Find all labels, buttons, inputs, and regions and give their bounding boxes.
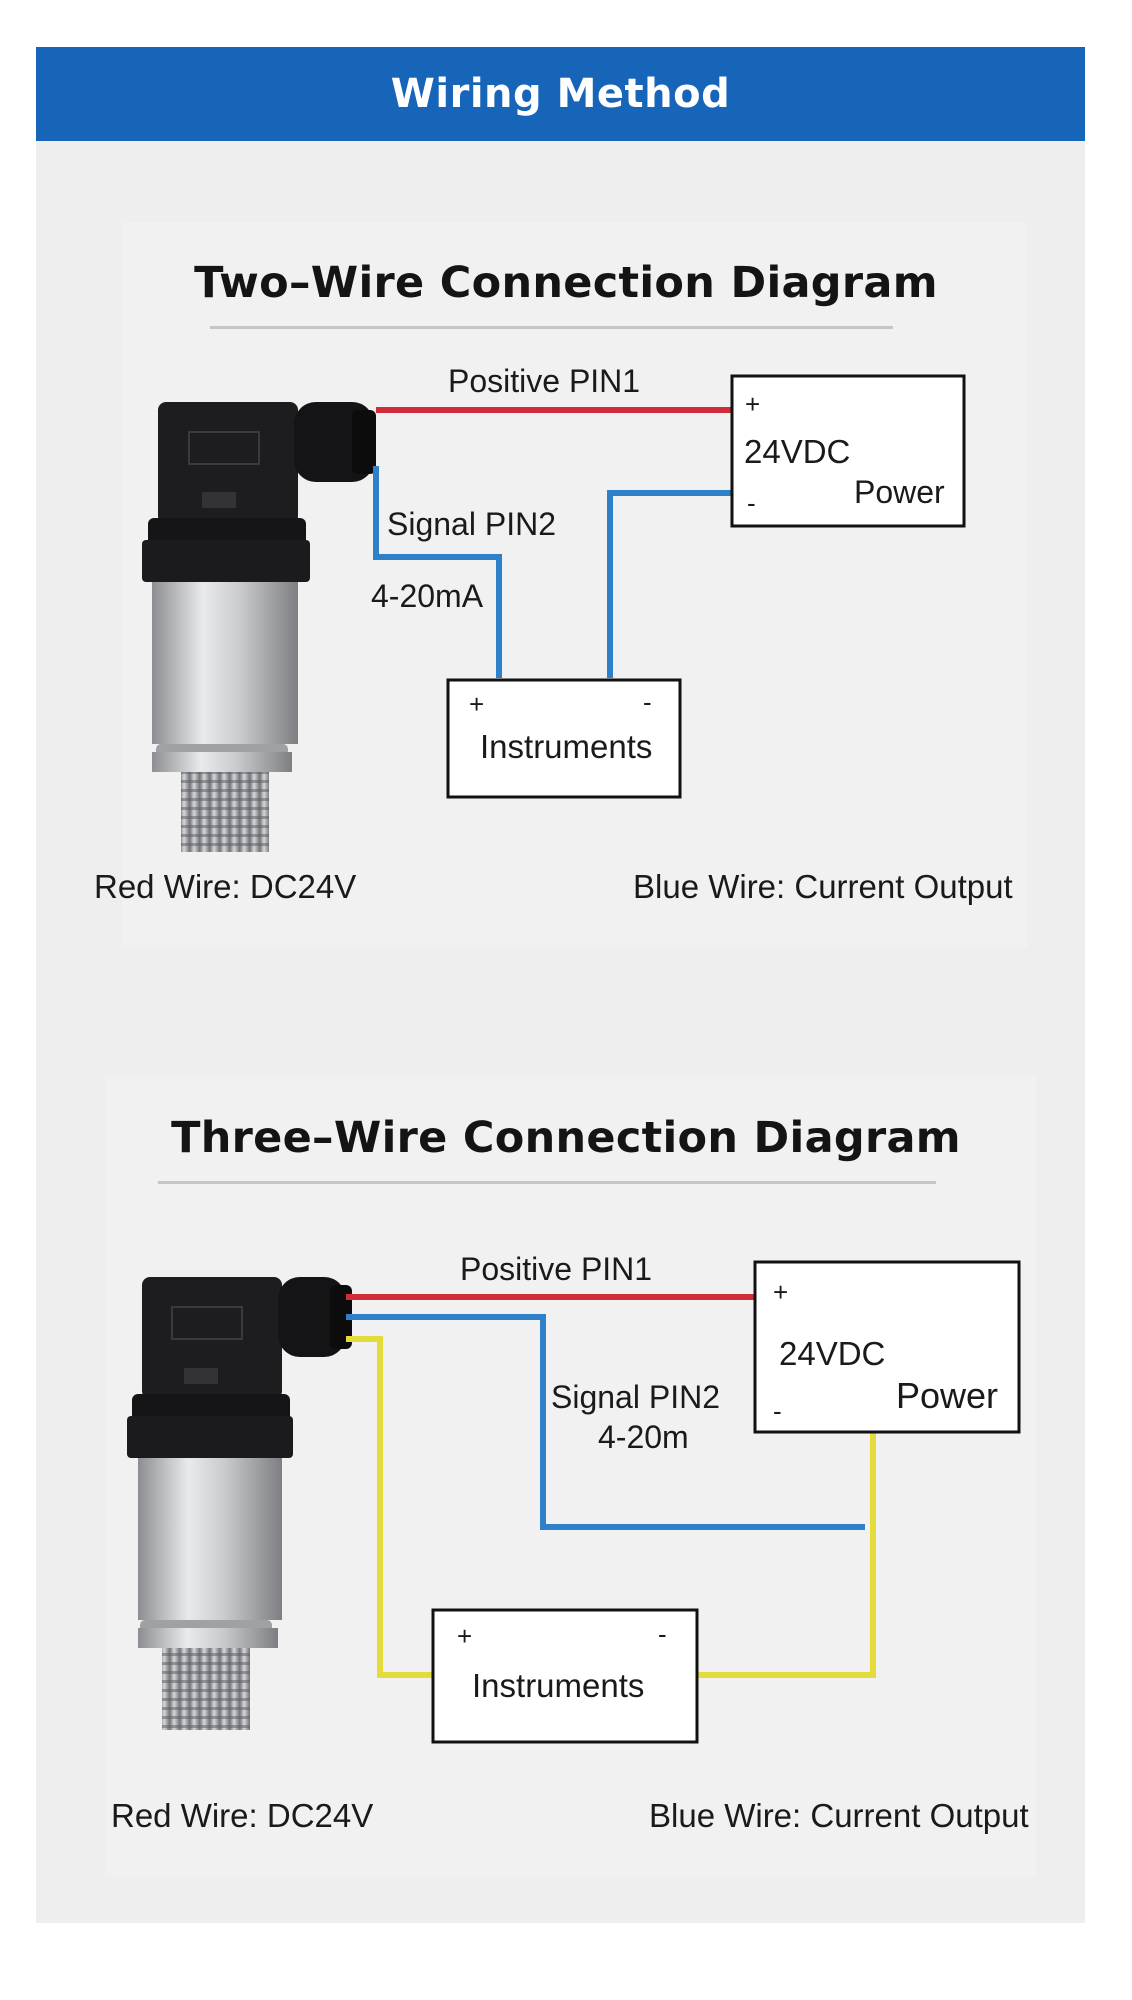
instruments-box: [431, 1608, 699, 1744]
three-wire-title-underline: [158, 1181, 936, 1184]
power-plus: +: [773, 1277, 788, 1307]
blue-wire-caption: Blue Wire: Current Output: [649, 1797, 1029, 1834]
red-wire-caption: Red Wire: DC24V: [94, 868, 357, 905]
power-name: Power: [854, 474, 945, 510]
power-plus: +: [745, 389, 760, 419]
blue-wire-signal: [346, 1314, 865, 1530]
instruments-plus: +: [457, 1621, 472, 1651]
power-minus: -: [773, 1396, 782, 1426]
instruments-plus: +: [469, 689, 484, 719]
instruments-minus: -: [643, 687, 652, 717]
instruments-box: [446, 678, 682, 799]
pressure-transmitter-icon: [142, 402, 376, 852]
instruments-name: Instruments: [472, 1667, 644, 1704]
page-title: Wiring Method: [36, 47, 1085, 141]
signal-pin2-label: Signal PIN2: [551, 1379, 720, 1415]
blue-wire-signal: [373, 466, 502, 678]
positive-pin1-label: Positive PIN1: [460, 1251, 652, 1287]
power-voltage: 24VDC: [779, 1335, 885, 1372]
blue-wire-return: [607, 490, 732, 678]
signal-pin2-label: Signal PIN2: [387, 506, 556, 542]
two-wire-title-underline: [210, 326, 893, 329]
current-range-label: 4-20m: [598, 1419, 689, 1455]
power-voltage: 24VDC: [744, 433, 850, 470]
red-wire-caption: Red Wire: DC24V: [111, 1797, 374, 1834]
current-range-label: 4-20mA: [371, 578, 484, 614]
yellow-wire-instrument-minus: [698, 1432, 876, 1678]
power-box: [730, 374, 966, 528]
yellow-wire-instrument-plus: [346, 1336, 433, 1678]
two-wire-title: Two–Wire Connection Diagram: [194, 258, 938, 308]
power-minus: -: [747, 488, 756, 518]
positive-pin1-label: Positive PIN1: [448, 363, 640, 399]
power-box: [753, 1260, 1021, 1434]
pressure-transmitter-icon: [127, 1277, 352, 1730]
blue-wire-caption: Blue Wire: Current Output: [633, 868, 1013, 905]
instruments-minus: -: [658, 1619, 667, 1649]
instruments-name: Instruments: [480, 728, 652, 765]
three-wire-title: Three–Wire Connection Diagram: [171, 1113, 961, 1163]
power-name: Power: [896, 1375, 998, 1416]
